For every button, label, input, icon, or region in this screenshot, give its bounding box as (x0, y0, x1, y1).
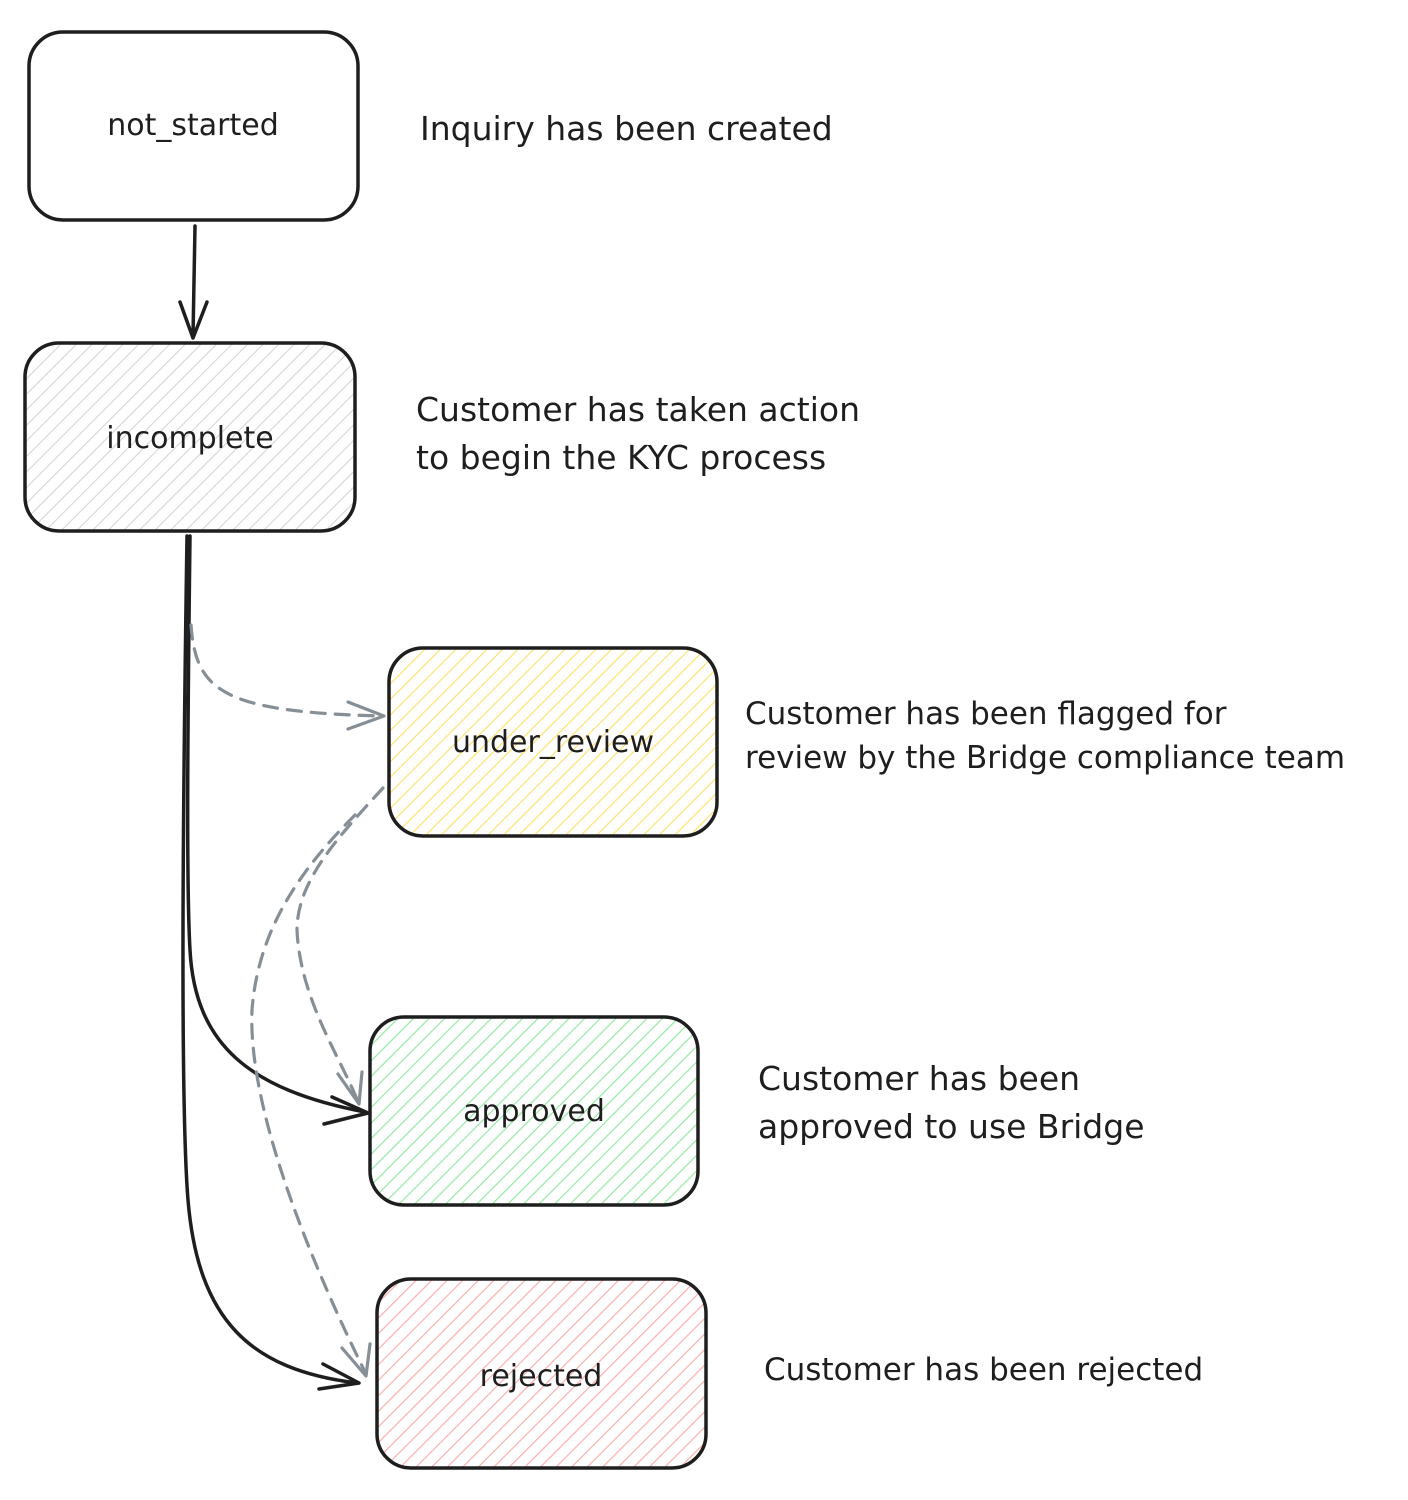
under-review-description-line-2: review by the Bridge compliance team (745, 740, 1345, 776)
arrow-incomplete-to-under-review (189, 623, 386, 731)
state-approved-label: approved (463, 1094, 605, 1129)
state-approved: approved (368, 1015, 700, 1207)
approved-description-line-2: approved to use Bridge (758, 1107, 1145, 1146)
state-rejected-label: rejected (480, 1359, 603, 1394)
approved-description-line-1: Customer has been (758, 1059, 1080, 1098)
arrow-under-review-to-rejected (250, 813, 372, 1378)
incomplete-description: Customer has taken action to begin the K… (416, 390, 860, 477)
arrow-incomplete-to-rejected (181, 534, 361, 1391)
under-review-description: Customer has been flagged for review by … (745, 696, 1345, 776)
arrow-incomplete-to-approved (185, 534, 370, 1126)
not-started-description: Inquiry has been created (420, 109, 833, 148)
state-incomplete-label: incomplete (106, 421, 273, 456)
state-rejected: rejected (375, 1277, 708, 1470)
state-incomplete: incomplete (23, 341, 357, 533)
state-under-review-label: under_review (452, 725, 654, 760)
state-not-started: not_started (27, 30, 360, 222)
state-under-review: under_review (387, 646, 719, 838)
state-not-started-label: not_started (107, 108, 279, 143)
arrow-under-review-to-approved (295, 786, 385, 1106)
approved-description: Customer has been approved to use Bridge (758, 1059, 1145, 1146)
under-review-description-line-1: Customer has been flagged for (745, 696, 1227, 732)
incomplete-description-line-1: Customer has taken action (416, 390, 860, 429)
rejected-description: Customer has been rejected (764, 1352, 1203, 1388)
incomplete-description-line-2: to begin the KYC process (416, 438, 826, 477)
arrow-not-started-to-incomplete (178, 224, 209, 340)
